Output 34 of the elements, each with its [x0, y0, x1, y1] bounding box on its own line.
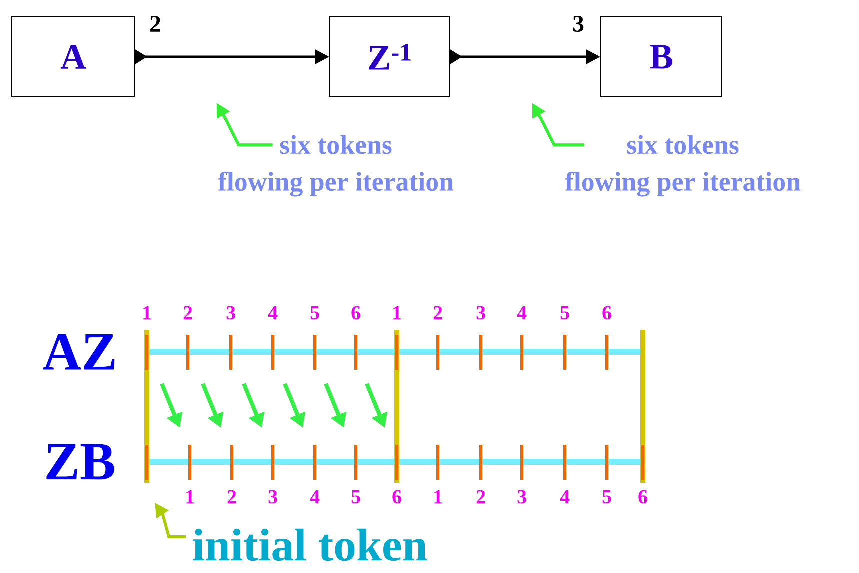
edge-label: 3	[573, 16, 584, 32]
callout-text: six tokens flowing per iteration	[565, 135, 801, 197]
process-box: Z$^{-1}$	[330, 16, 450, 98]
tick-label: 3	[518, 490, 526, 504]
tick-label: 1	[186, 490, 194, 504]
tick-label: 5	[602, 490, 612, 504]
tick-label: 5	[560, 306, 570, 320]
edge-label: 2	[150, 16, 160, 32]
tick-label: 1	[144, 306, 151, 320]
tick-label: 5	[352, 490, 360, 504]
tick-label: 6	[352, 306, 360, 320]
tick-label: 6	[602, 306, 612, 320]
tick-label: 2	[228, 490, 236, 504]
tick-label: 4	[560, 490, 570, 504]
tick-label: 5	[310, 306, 320, 320]
tick-label: 6	[638, 490, 648, 504]
tick-label: 1	[394, 306, 401, 320]
process-box: A	[12, 16, 136, 98]
callout-text: six tokens flowing per iteration	[218, 135, 454, 197]
callout-text: initial token	[193, 528, 428, 562]
row-label: AZ	[43, 334, 115, 370]
process-box: B	[600, 16, 722, 98]
tick-label: 4	[517, 306, 527, 320]
tick-label: 3	[226, 306, 236, 320]
tick-label: 6	[392, 490, 402, 504]
tick-label: 1	[434, 490, 442, 504]
tick-label: 2	[434, 306, 442, 320]
tick-label: 2	[184, 306, 192, 320]
tick-label: 4	[268, 306, 278, 320]
tick-label: 2	[476, 490, 486, 504]
row-label: ZB	[46, 444, 114, 480]
tick-label: 4	[310, 490, 320, 504]
tick-label: 3	[268, 490, 278, 504]
tick-label: 3	[476, 306, 486, 320]
